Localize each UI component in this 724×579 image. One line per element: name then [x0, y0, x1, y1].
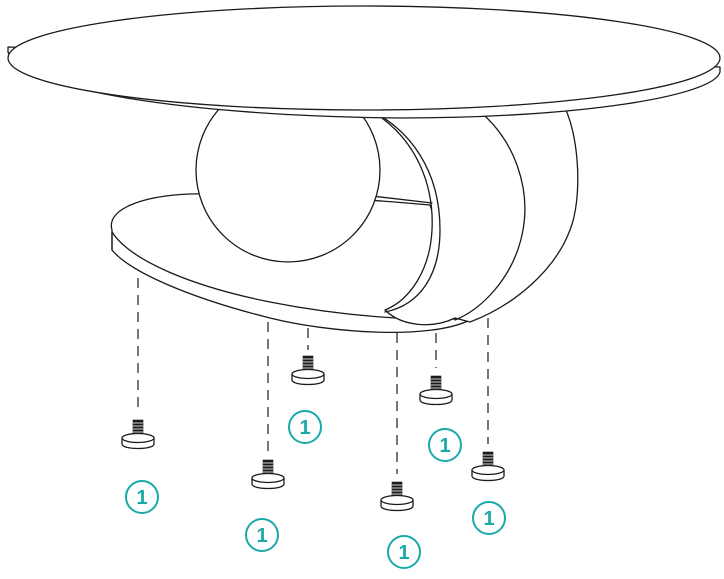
part-callout-number: 1: [439, 435, 450, 457]
part-callout-number: 1: [299, 417, 310, 439]
adjustable-feet: [121, 355, 505, 512]
part-callout-number: 1: [398, 542, 409, 564]
adjustable-foot: [251, 459, 285, 490]
curved-arch-support: [369, 107, 579, 326]
adjustable-foot: [471, 451, 505, 482]
adjustable-foot: [291, 355, 325, 386]
part-callout: 1: [472, 501, 506, 535]
part-callout-number: 1: [136, 487, 147, 509]
glass-tabletop: [7, 5, 721, 119]
adjustable-foot: [380, 481, 414, 512]
part-callout: 1: [125, 480, 159, 514]
part-callout: 1: [387, 535, 421, 569]
part-callout-number: 1: [256, 525, 267, 547]
part-callout: 1: [245, 518, 279, 552]
adjustable-foot: [121, 419, 155, 450]
alignment-lines: [137, 278, 489, 474]
part-callout-number: 1: [483, 508, 494, 530]
adjustable-foot: [419, 375, 453, 406]
part-callout: 1: [428, 428, 462, 462]
part-callouts: 1 1 1 1 1 1: [125, 410, 506, 569]
part-callout: 1: [288, 410, 322, 444]
